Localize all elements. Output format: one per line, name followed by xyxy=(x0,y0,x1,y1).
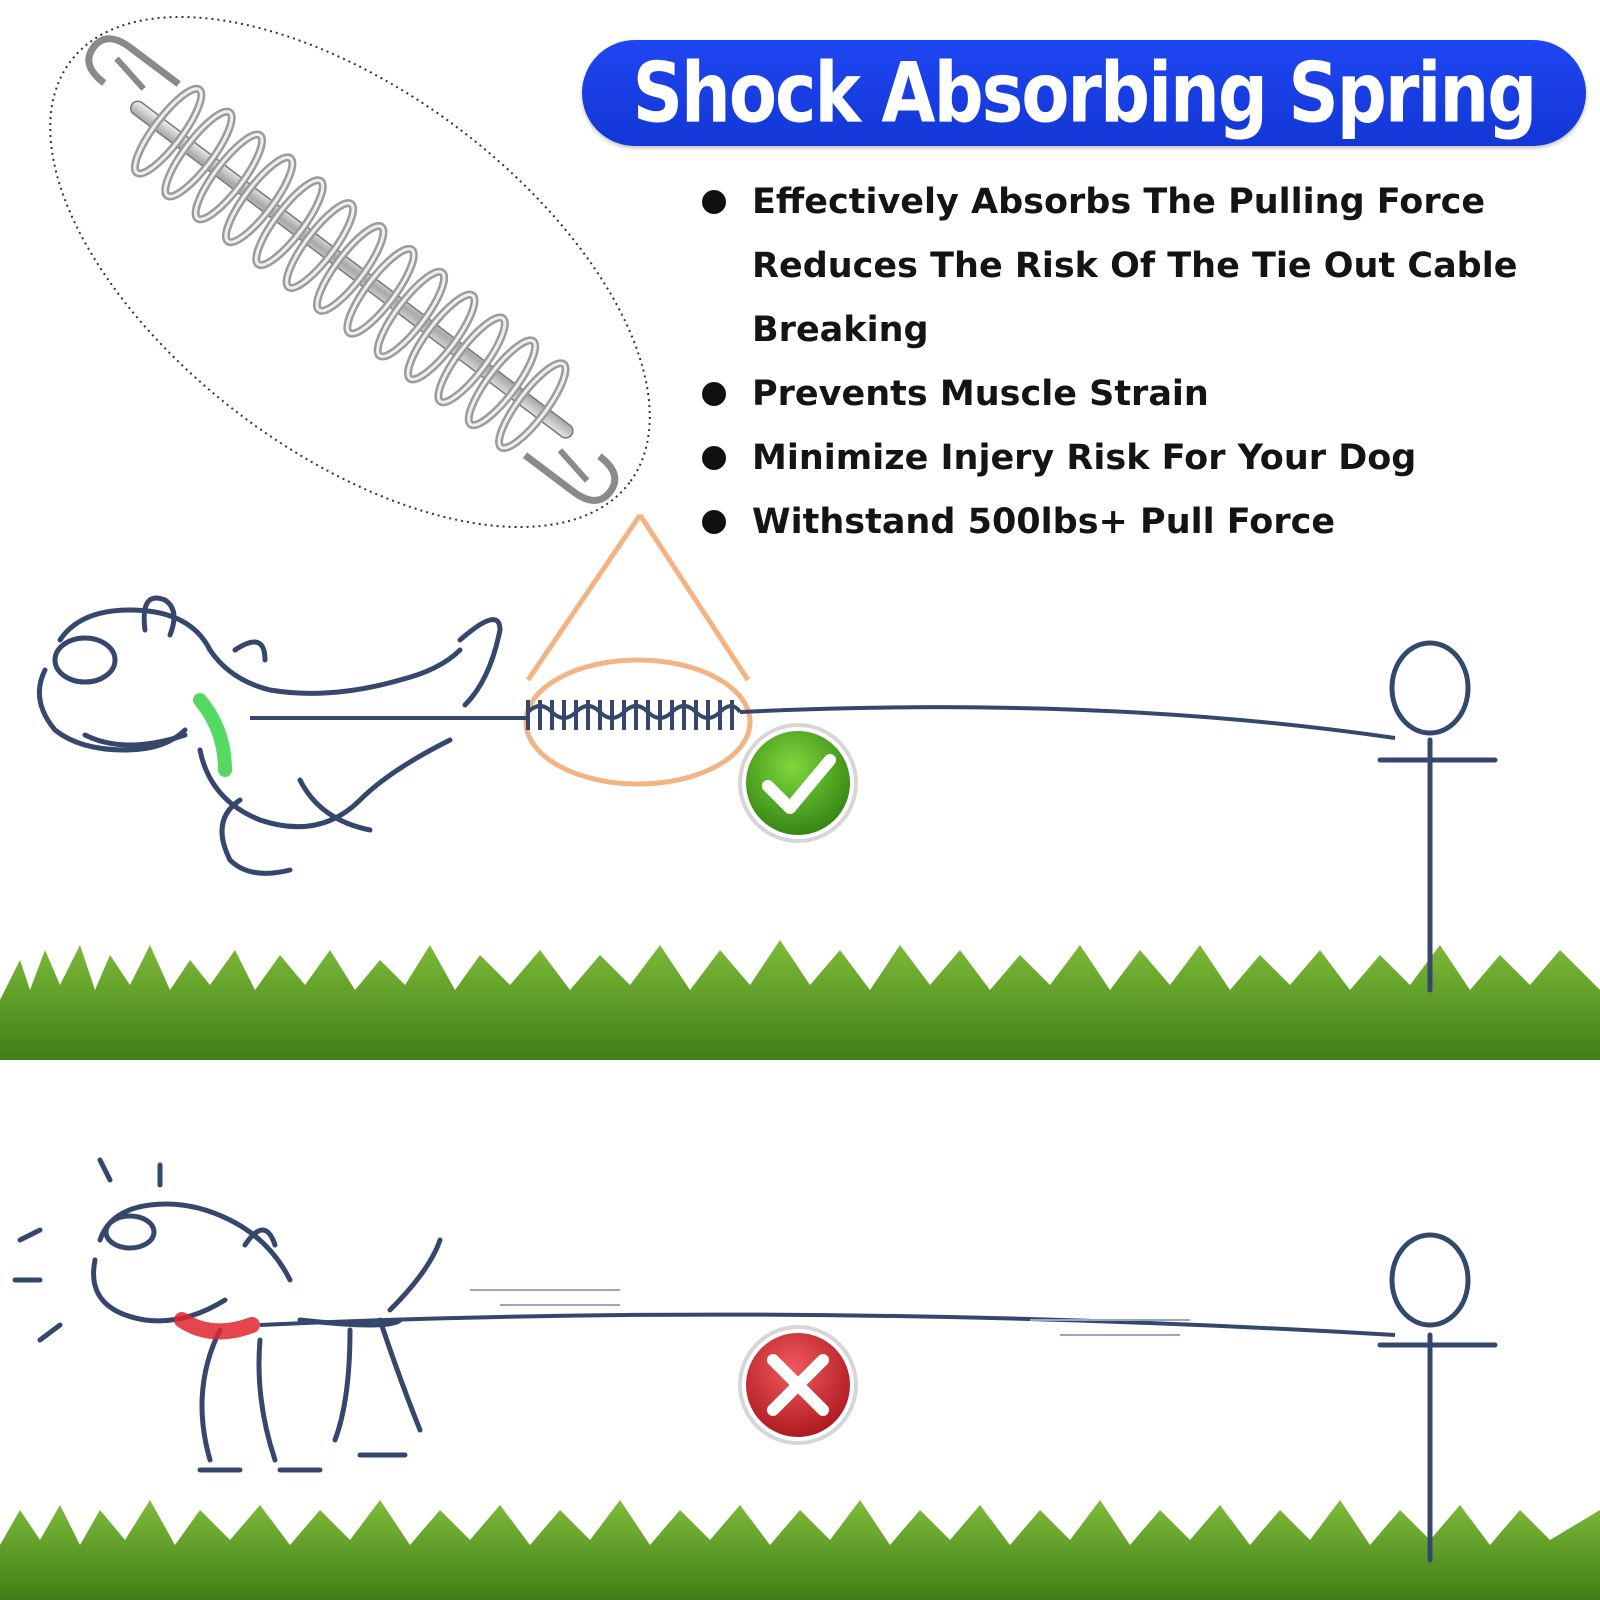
check-icon xyxy=(738,723,858,843)
tight-leash xyxy=(259,1289,1396,1337)
dog-without-spring xyxy=(12,1157,443,1473)
dotted-outline xyxy=(49,15,651,529)
ground-stake-icon xyxy=(1377,640,1498,993)
feature-list: Effectively Absorbs The Pulling Force Re… xyxy=(700,170,1580,540)
ground-stake-icon-bottom xyxy=(1377,1232,1498,1563)
feature-item: Withstand 500lbs+ Pull Force xyxy=(700,490,1580,540)
feature-item: Minimize Injery Risk For Your Dog xyxy=(700,426,1580,490)
spring-product-photo xyxy=(49,15,651,529)
callout-pointer xyxy=(523,513,753,787)
feature-item: Prevents Muscle Strain xyxy=(700,362,1580,426)
spring-icon xyxy=(85,35,619,504)
spring-on-leash xyxy=(250,700,1396,740)
page-title: Shock Absorbing Spring xyxy=(632,44,1538,142)
cross-icon xyxy=(738,1325,858,1445)
feature-item: Effectively Absorbs The Pulling Force Re… xyxy=(700,170,1580,362)
dog-with-spring xyxy=(36,595,503,876)
title-banner: Shock Absorbing Spring xyxy=(582,40,1586,146)
grass-top xyxy=(0,940,1600,1060)
grass-bottom xyxy=(0,1500,1600,1600)
